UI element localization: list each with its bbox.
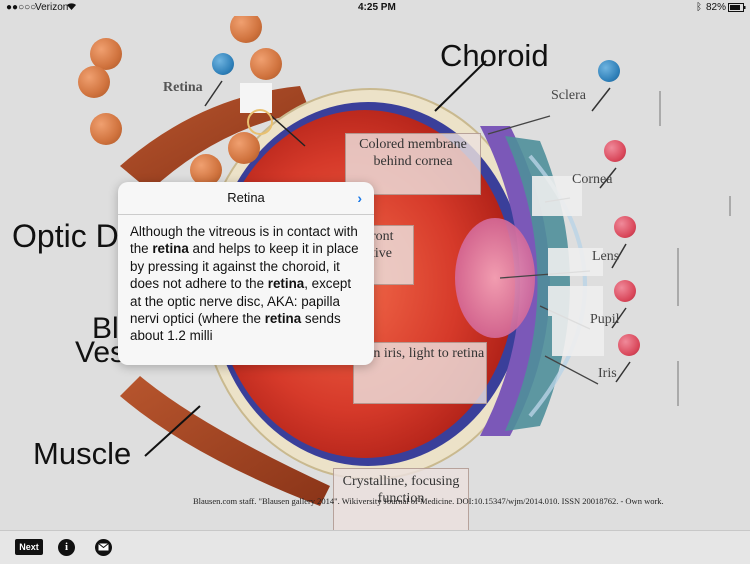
card-text: Crystalline, focusing function xyxy=(342,474,460,506)
retina-pin[interactable] xyxy=(212,53,234,75)
chevron-right-icon[interactable]: › xyxy=(357,190,362,206)
orange-marker[interactable] xyxy=(250,48,282,80)
lens-pin[interactable] xyxy=(614,216,636,238)
orange-marker[interactable] xyxy=(90,113,122,145)
info-button[interactable]: i xyxy=(58,539,75,556)
orange-marker[interactable] xyxy=(230,16,262,43)
orange-marker[interactable] xyxy=(228,132,260,164)
battery-percent: 82% xyxy=(706,2,727,13)
pupil-pin[interactable] xyxy=(614,280,636,302)
image-credit: Blausen.com staff. "Blausen gallery 2014… xyxy=(193,496,664,506)
blood-vessels-label-line1: Bl xyxy=(92,312,119,345)
description-card[interactable]: le in iris, light to retina xyxy=(353,342,487,404)
muscle-label: Muscle xyxy=(33,436,132,471)
cornea-pin-label[interactable]: Cornea xyxy=(572,172,613,187)
carrier-label: Verizon xyxy=(35,2,69,13)
popover-body: Although the vitreous is in contact with… xyxy=(118,215,374,345)
popover-text-segment: , except at the optic nerve disc, AKA: p… xyxy=(130,276,352,327)
sclera-pin-label[interactable]: Sclera xyxy=(551,88,586,103)
card-text: Colored membrane behind cornea xyxy=(359,137,467,169)
next-button[interactable]: Next xyxy=(15,539,43,555)
orange-marker[interactable] xyxy=(190,154,222,186)
popover-title: Retina xyxy=(227,190,265,205)
wifi-icon xyxy=(66,2,77,14)
battery-icon xyxy=(728,3,746,15)
choroid-label: Choroid xyxy=(440,38,549,73)
cornea-pin[interactable] xyxy=(604,140,626,162)
lens-pin-label[interactable]: Lens xyxy=(592,249,620,264)
popover-text-segment: Although the vitreous is in contact with… xyxy=(130,224,358,257)
retina-pin-label[interactable]: Retina xyxy=(163,80,203,95)
popover-text-segment: and helps to keep it in place by pressin… xyxy=(130,241,359,292)
clock: 4:25 PM xyxy=(358,2,396,13)
pupil-pin-label[interactable]: Pupil xyxy=(590,312,620,327)
card-text: le in iris, light to retina xyxy=(355,346,485,361)
mail-button[interactable] xyxy=(95,539,112,556)
popover-term: retina xyxy=(267,276,305,292)
bluetooth-icon: ᛒ xyxy=(696,2,702,13)
orange-marker[interactable] xyxy=(78,66,110,98)
iris-pin[interactable] xyxy=(618,334,640,356)
sclera-pin[interactable] xyxy=(598,60,620,82)
popover-term: retina xyxy=(152,241,189,257)
envelope-icon xyxy=(98,543,109,551)
bottom-toolbar: Next i xyxy=(0,530,750,564)
iris-pin-label[interactable]: Iris xyxy=(598,366,617,381)
orange-marker[interactable] xyxy=(90,38,122,70)
eye-diagram: Choroid Optic D Bl Vessels Muscle Retina… xyxy=(0,16,750,530)
retina-popover[interactable]: Retina › Although the vitreous is in con… xyxy=(118,182,374,365)
optic-disc-label: Optic D xyxy=(12,218,119,254)
popover-text-segment: sends about 1.2 milli xyxy=(130,311,341,344)
popover-term: retina xyxy=(264,311,302,327)
signal-dots-icon: ●●○○○ xyxy=(6,2,37,13)
card-text: ront tive xyxy=(371,229,394,261)
info-icon: i xyxy=(64,541,69,553)
status-bar: ●●○○○ Verizon 4:25 PM ᛒ 82% xyxy=(0,0,750,16)
description-card[interactable]: Crystalline, focusing function xyxy=(333,468,469,530)
popover-header: Retina › xyxy=(118,182,374,215)
